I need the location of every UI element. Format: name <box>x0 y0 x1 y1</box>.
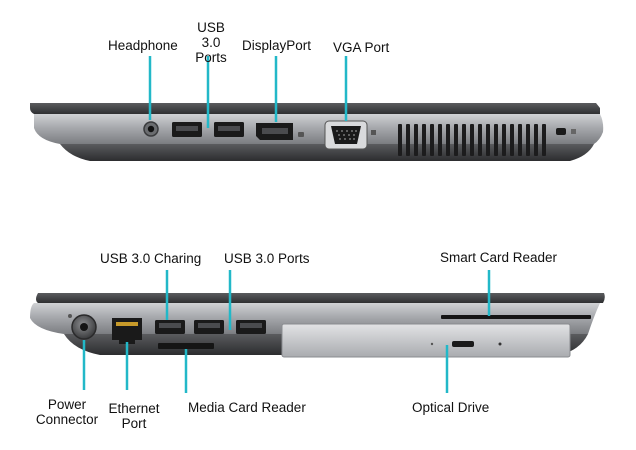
displayport-label: DisplayPort <box>242 38 312 53</box>
laptop-right-side <box>30 293 605 358</box>
power-connector <box>68 314 97 340</box>
callout-lines-bottom <box>82 270 491 393</box>
usb-ports-label-line1: USB 3.0 <box>197 20 225 50</box>
usb-port <box>236 320 266 334</box>
optical-drive <box>281 323 571 358</box>
chassis-base <box>60 144 594 161</box>
usb-ports-bottom-label: USB 3.0 Ports <box>224 251 310 266</box>
power-label-line1: Power <box>47 397 87 412</box>
ethernet-port-label: Ethernet Port <box>104 401 164 431</box>
ethernet-port <box>112 318 142 344</box>
power-connector-label: Power Connector <box>32 397 102 427</box>
usb-port <box>194 320 224 334</box>
lock-slot <box>556 128 576 135</box>
usb-ports-label: USB 3.0 Ports <box>186 20 236 65</box>
headphone-jack <box>143 121 159 137</box>
media-card-slot <box>158 343 214 349</box>
usb-charging-port <box>155 320 185 334</box>
usb-port <box>172 122 202 137</box>
usb-port <box>214 122 244 137</box>
usb-ports-label-line2: Ports <box>195 50 227 65</box>
ethernet-label-line1: Ethernet <box>108 401 160 416</box>
vent-grille <box>398 124 546 156</box>
optical-drive-label: Optical Drive <box>412 400 490 415</box>
vga-port-label: VGA Port <box>333 40 390 55</box>
media-card-reader-label: Media Card Reader <box>188 400 306 415</box>
smart-card-reader-label: Smart Card Reader <box>440 250 558 265</box>
laptop-left-side <box>30 103 604 161</box>
callout-lines-top <box>148 56 348 128</box>
displayport-port <box>256 123 304 140</box>
usb-charging-label: USB 3.0 Charing <box>100 251 202 266</box>
power-label-line2: Connector <box>35 412 99 427</box>
vga-port <box>324 120 376 150</box>
lid <box>36 293 605 303</box>
chassis-side <box>34 114 604 144</box>
lid <box>30 103 600 114</box>
ethernet-label-line2: Port <box>121 416 147 431</box>
smart-card-slot <box>441 315 591 319</box>
headphone-label: Headphone <box>108 38 178 53</box>
